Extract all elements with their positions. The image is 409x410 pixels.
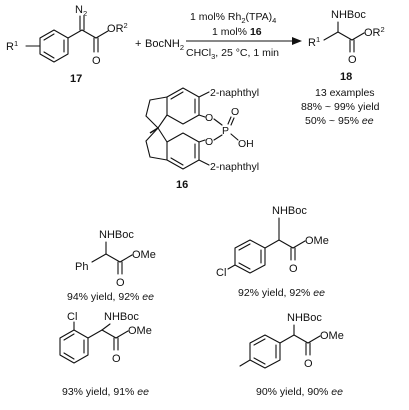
condition-catalyst-16: 1 mol% 16 [212, 26, 262, 38]
ex2-nhboc: NHBoc [272, 205, 307, 217]
ex1-ph: Ph [75, 261, 88, 273]
ex1-ome: OMe [132, 249, 156, 261]
product-18: NHBoc R1 O OR2 18 [308, 9, 385, 83]
summary-examples: 13 examples [315, 87, 375, 99]
r1-label: R1 [6, 39, 18, 53]
catalyst-o-bottom: O [205, 136, 213, 148]
example-1-structure: NHBoc Ph O OMe [75, 229, 156, 289]
ex3-cl: Cl [67, 311, 77, 323]
ex3-ome: OMe [128, 325, 152, 337]
product-label: 18 [340, 71, 352, 83]
summary-ee: 50% ~ 95% ee [305, 115, 374, 127]
reagent-bocnh2: BocNH2 [145, 38, 184, 52]
example-2-structure: Cl NHBoc O OMe [216, 205, 329, 279]
reaction-arrow [186, 37, 302, 45]
catalyst-16: 2-naphthyl 2-naphthyl O O P O OH 16 [145, 87, 259, 191]
ex3-nhboc: NHBoc [104, 311, 139, 323]
plus-sign: + [135, 38, 141, 50]
product-r1: R1 [308, 35, 320, 49]
top-naphthyl: 2-naphthyl [210, 87, 259, 99]
example-4-structure: NHBoc O OMe [239, 312, 344, 370]
ex4-ome: OMe [320, 330, 344, 342]
example-1-yield: 94% yield, 92% ee [67, 291, 154, 303]
condition-solvent-temp-time: CHCl3, 25 °C, 1 min [186, 47, 279, 61]
ex4-o: O [304, 358, 313, 370]
catalyst-p-oxo: O [231, 106, 239, 118]
catalyst-o-top: O [205, 112, 213, 124]
catalyst-label: 16 [176, 179, 188, 191]
example-3-structure: Cl NHBoc O OMe [59, 311, 152, 365]
product-nhboc: NHBoc [331, 9, 366, 21]
bottom-naphthyl: 2-naphthyl [210, 161, 259, 173]
example-4-yield: 90% yield, 90% ee [256, 386, 343, 398]
ex2-ome: OMe [305, 235, 329, 247]
example-2-yield: 92% yield, 92% ee [238, 287, 325, 299]
catalyst-oh: OH [238, 138, 254, 150]
ex3-o: O [112, 353, 121, 365]
ester-or2: OORR2 [107, 21, 128, 35]
summary-yield: 88% ~ 99% yield [301, 101, 380, 113]
product-or2: OR2 [364, 25, 385, 39]
condition-catalyst-rh: 1 mol% Rh2(TPA)4 [190, 11, 276, 25]
ex4-nhboc: NHBoc [287, 312, 322, 324]
ex2-cl: Cl [216, 267, 226, 279]
ex1-o: O [116, 277, 125, 289]
carbonyl-o: O [92, 55, 101, 67]
catalyst-p: P [222, 125, 229, 137]
reactant-17: R1 N2 O OORR2 17 [6, 4, 128, 85]
example-3-yield: 93% yield, 91% ee [62, 386, 149, 398]
ex2-o: O [289, 263, 298, 275]
reactant-label: 17 [70, 73, 82, 85]
product-carbonyl-o: O [348, 54, 357, 66]
ex1-nhboc: NHBoc [99, 229, 134, 241]
diazo-n2: N2 [75, 4, 87, 18]
